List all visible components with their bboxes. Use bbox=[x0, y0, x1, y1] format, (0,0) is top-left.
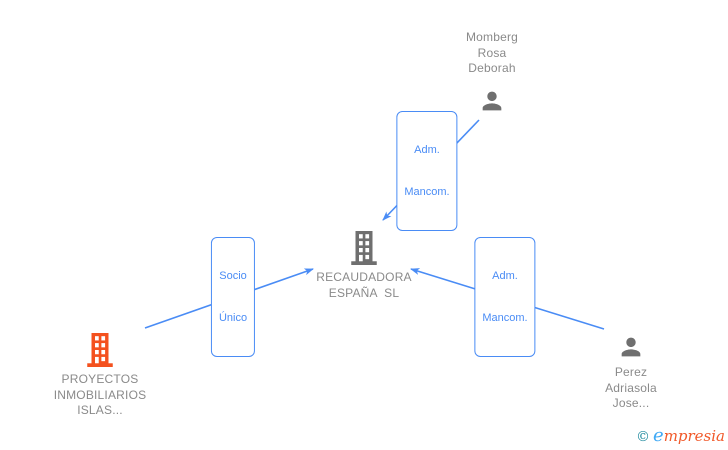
node-label-line: Jose... bbox=[612, 396, 650, 410]
node-label-line: PROYECTOS bbox=[61, 372, 139, 386]
empresia-watermark: ©empresia bbox=[636, 427, 725, 446]
node-label-line: Deborah bbox=[468, 61, 516, 75]
edge-label-line: Mancom. bbox=[404, 186, 450, 198]
person-icon bbox=[617, 333, 645, 361]
edge-label-line: Único bbox=[218, 312, 248, 324]
edge-label-line: Adm. bbox=[492, 270, 518, 282]
node-label-line: RECAUDADORA bbox=[316, 270, 412, 284]
node-label-line: ISLAS... bbox=[77, 403, 123, 417]
brand-initial: e bbox=[653, 425, 664, 446]
brand-name: mpresia bbox=[663, 427, 725, 445]
building-icon bbox=[347, 231, 381, 265]
node-label-line: INMOBILIARIOS bbox=[53, 387, 147, 402]
edge-label-line: Mancom. bbox=[482, 312, 528, 324]
copyright-icon: © bbox=[636, 429, 651, 445]
edge-label-adm-mancom-top: Adm. Mancom. bbox=[396, 111, 458, 231]
node-momberg-rosa-deborah[interactable]: Momberg Rosa Deborah bbox=[432, 30, 552, 115]
person-icon bbox=[478, 87, 506, 115]
edge-label-line: Socio bbox=[219, 270, 247, 282]
edge-label-line: Adm. bbox=[414, 144, 440, 156]
edge-label-socio-unico: Socio Único bbox=[210, 237, 256, 357]
node-label-line: Rosa bbox=[477, 45, 507, 60]
edge-label-adm-mancom-right: Adm. Mancom. bbox=[474, 237, 536, 357]
node-recaudadora-espana-sl[interactable]: RECAUDADORA ESPAÑA SL bbox=[294, 231, 434, 301]
node-perez-adriasola-jose[interactable]: Perez Adriasola Jose... bbox=[571, 333, 691, 412]
node-proyectos-inmobiliarios-islas[interactable]: PROYECTOS INMOBILIARIOS ISLAS... bbox=[25, 333, 175, 419]
node-label-line: Adriasola bbox=[605, 380, 657, 395]
node-label-line: Perez bbox=[614, 365, 648, 379]
node-label-line: ESPAÑA SL bbox=[328, 285, 400, 300]
building-icon bbox=[83, 333, 117, 367]
node-label-line: Momberg bbox=[465, 30, 519, 44]
